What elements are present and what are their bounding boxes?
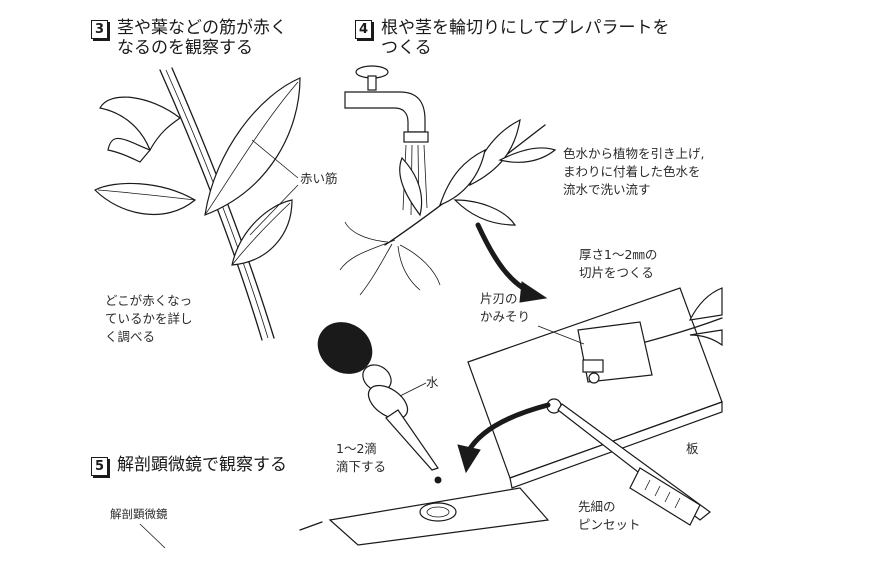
washed-plant-illustration — [339, 118, 557, 303]
step-4-heading: 4 根や茎を輪切りにしてプレパラートを つくる — [355, 18, 670, 58]
wash-note: 色水から植物を引き上げ, まわりに付着した色水を 流水で洗い流す — [563, 146, 705, 197]
tweezers-illustration — [457, 398, 711, 526]
razor-label: 片刃の かみそり — [480, 291, 531, 324]
step-5-title: 解剖顕微鏡で観察する — [117, 455, 287, 475]
drops-note: 1～2滴 滴下する — [336, 441, 387, 474]
microscope-label: 解剖顕微鏡 — [110, 507, 168, 521]
thickness-note: 厚さ1～2㎜の 切片をつくる — [579, 247, 658, 280]
step-5-heading: 5 解剖顕微鏡で観察する — [91, 455, 287, 476]
where-red-note: どこが赤くなっ ているかを詳し く調べる — [105, 293, 193, 344]
step-3-number: 3 — [91, 20, 108, 39]
red-vein-label: 赤い筋 — [300, 171, 338, 186]
water-label: 水 — [426, 375, 439, 390]
step-3-heading: 3 茎や葉などの筋が赤く なるのを観察する — [91, 18, 287, 58]
step-5-number: 5 — [91, 457, 108, 476]
step-4-title: 根や茎を輪切りにしてプレパラートを つくる — [381, 18, 670, 58]
stem-leaves-illustration — [93, 67, 301, 341]
board-label: 板 — [686, 441, 699, 456]
step-4-number: 4 — [355, 20, 372, 39]
step-3-title: 茎や葉などの筋が赤く なるのを観察する — [117, 18, 287, 58]
dropper-illustration — [317, 322, 442, 484]
tweezers-label: 先細の ピンセット — [578, 499, 641, 532]
faucet-illustration — [344, 65, 429, 216]
microscope-hint — [139, 521, 323, 549]
glass-slide-illustration — [328, 487, 550, 546]
